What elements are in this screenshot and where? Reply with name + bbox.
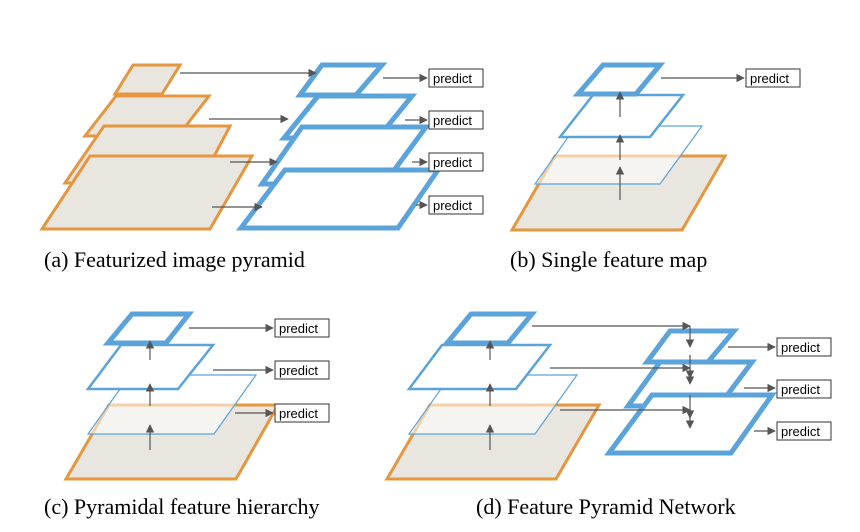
predict-box: predict: [274, 360, 330, 380]
svg-text:predict: predict: [279, 363, 318, 378]
svg-text:predict: predict: [279, 406, 318, 421]
predict-box: predict: [428, 195, 484, 215]
svg-text:predict: predict: [750, 71, 789, 86]
predict-box: predict: [428, 152, 484, 172]
predict-box: predict: [428, 68, 484, 88]
panel-d: predict predict predict (d) Feature Pyra…: [384, 311, 832, 519]
predict-box: predict: [776, 421, 832, 441]
caption-d: (d) Feature Pyramid Network: [476, 494, 736, 519]
predict-box: predict: [274, 403, 330, 423]
feature-map-top: [572, 62, 666, 97]
feature-map-1: [295, 62, 388, 98]
svg-text:predict: predict: [433, 71, 472, 86]
predict-box: predict: [274, 318, 330, 338]
svg-text:predict: predict: [433, 155, 472, 170]
predict-box: predict: [776, 379, 832, 399]
bottomup-map-top: [441, 311, 538, 346]
bottomup-map-middle: [406, 343, 553, 391]
caption-a: (a) Featurized image pyramid: [44, 247, 305, 272]
feature-map-middle: [557, 93, 686, 139]
caption-c: (c) Pyramidal feature hierarchy: [44, 494, 319, 519]
svg-text:predict: predict: [433, 113, 472, 128]
panel-b: predict (b) Single feature map: [509, 62, 801, 272]
feature-map-middle: [85, 343, 216, 391]
caption-b: (b) Single feature map: [510, 247, 707, 272]
image-sheet-1: [112, 63, 183, 96]
predict-box: predict: [428, 110, 484, 130]
panel-c: predict predict predict (c) Pyramidal fe…: [44, 311, 330, 519]
panel-a: predict predict predict predict (a) Feat…: [39, 62, 484, 272]
predict-box: predict: [745, 68, 801, 88]
svg-text:predict: predict: [433, 198, 472, 213]
feature-map-top: [102, 311, 195, 346]
svg-text:predict: predict: [781, 424, 820, 439]
image-sheet-4: [39, 154, 255, 231]
svg-text:predict: predict: [781, 340, 820, 355]
svg-text:predict: predict: [279, 321, 318, 336]
svg-text:predict: predict: [781, 382, 820, 397]
predict-box: predict: [776, 337, 832, 357]
